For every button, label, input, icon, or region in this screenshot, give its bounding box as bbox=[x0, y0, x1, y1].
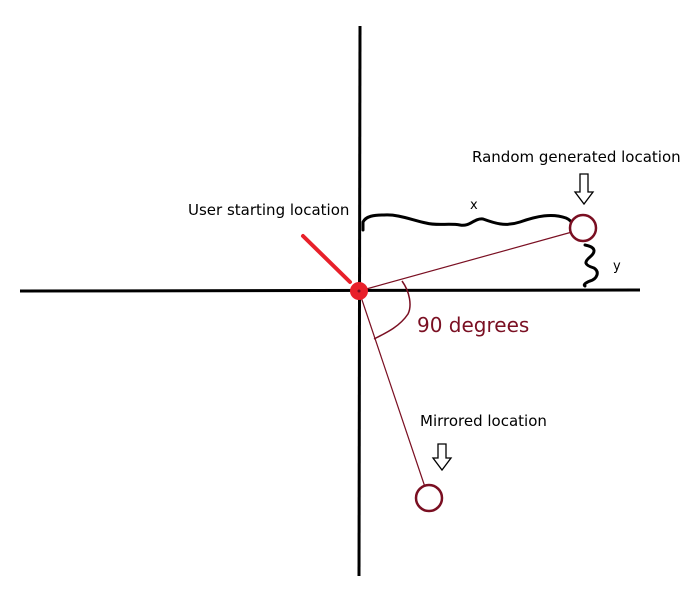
vertical-axis bbox=[357, 25, 362, 577]
x-label: x bbox=[470, 198, 478, 213]
line-origin-to-random bbox=[358, 231, 573, 292]
y-label: y bbox=[613, 259, 621, 274]
mirrored-location-label: Mirrored location bbox=[420, 412, 547, 430]
down-arrow-icon bbox=[573, 173, 595, 206]
horizontal-axis bbox=[19, 288, 641, 293]
y-brace bbox=[582, 243, 599, 288]
user-start-label: User starting location bbox=[188, 201, 349, 219]
random-location-label: Random generated location bbox=[472, 148, 681, 166]
line-origin-to-mirrored bbox=[358, 290, 427, 491]
down-arrow-icon bbox=[431, 443, 453, 472]
mirrored-location-marker bbox=[414, 483, 444, 513]
angle-arc bbox=[373, 280, 411, 340]
x-brace bbox=[361, 213, 576, 232]
random-location-marker bbox=[568, 213, 598, 243]
user-pointer-line bbox=[301, 234, 352, 284]
angle-label: 90 degrees bbox=[417, 313, 529, 337]
user-start-dot bbox=[357, 289, 361, 293]
